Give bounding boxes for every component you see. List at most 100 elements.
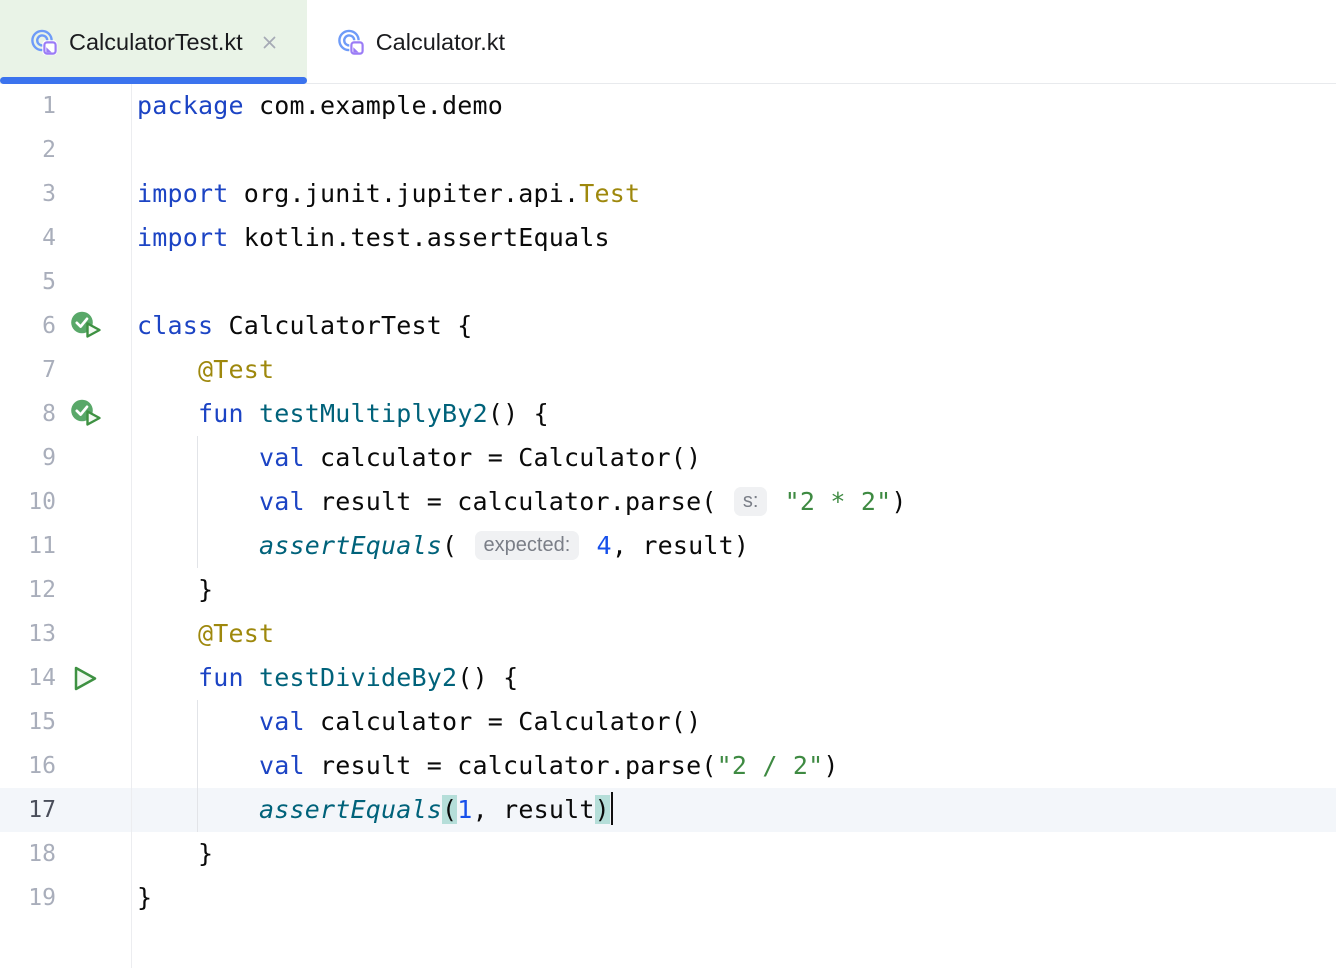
code-content: import org.junit.jupiter.api.Test	[131, 172, 640, 216]
code-line[interactable]: 13 @Test	[0, 612, 1336, 656]
close-tab-icon[interactable]	[260, 33, 279, 52]
code-token	[581, 531, 596, 560]
code-content: @Test	[131, 612, 274, 656]
code-line[interactable]: 16 val result = calculator.parse("2 / 2"…	[0, 744, 1336, 788]
code-token: )	[891, 487, 907, 516]
code-content: }	[131, 832, 213, 876]
line-number: 7	[42, 357, 56, 383]
code-token: "2 / 2"	[716, 751, 824, 780]
text-caret	[610, 792, 613, 825]
gutter-cell	[56, 260, 131, 304]
gutter-cell	[56, 788, 131, 832]
line-number: 1	[42, 93, 56, 119]
tab-calculator-kt[interactable]: Calculator.kt	[307, 0, 533, 84]
code-line[interactable]: 15 val calculator = Calculator()	[0, 700, 1336, 744]
kotlin-file-icon	[30, 28, 58, 56]
gutter-cell	[56, 876, 131, 920]
code-token: () {	[457, 663, 519, 692]
code-token	[137, 619, 198, 648]
gutter-cell	[56, 128, 131, 172]
line-number: 5	[42, 269, 56, 295]
code-line[interactable]: 17 assertEquals(1, result)	[0, 788, 1336, 832]
gutter-cell	[56, 304, 131, 348]
code-line[interactable]: 10 val result = calculator.parse( s: "2 …	[0, 480, 1336, 524]
code-token: (	[442, 531, 473, 560]
code-token: fun	[198, 663, 244, 692]
code-token	[244, 399, 259, 428]
code-token: }	[137, 575, 214, 604]
code-content: }	[131, 876, 152, 920]
tab-label: Calculator.kt	[375, 28, 506, 55]
code-token: assertEquals	[259, 795, 443, 824]
kotlin-file-icon	[337, 28, 365, 56]
gutter-cell	[56, 216, 131, 260]
code-line[interactable]: 3 import org.junit.jupiter.api.Test	[0, 172, 1336, 216]
line-number: 10	[28, 489, 56, 515]
code-token: fun	[198, 399, 244, 428]
code-token	[137, 795, 259, 824]
line-number: 11	[28, 533, 56, 559]
code-token: calculator = Calculator()	[304, 707, 702, 736]
code-token: 4	[596, 531, 612, 560]
code-token: import	[137, 223, 229, 252]
code-line[interactable]: 18 }	[0, 832, 1336, 876]
code-token: }	[137, 839, 214, 868]
code-token: testMultiplyBy2	[259, 399, 488, 428]
code-token: calculator = Calculator()	[304, 443, 702, 472]
code-token: 1	[457, 795, 473, 824]
tab-bar-border	[0, 83, 1336, 84]
code-token: @Test	[198, 355, 275, 384]
line-number: 3	[42, 181, 56, 207]
line-number: 4	[42, 225, 56, 251]
code-line[interactable]: 9 val calculator = Calculator()	[0, 436, 1336, 480]
code-token: result = calculator.parse(	[304, 751, 717, 780]
code-content: fun testDivideBy2() {	[131, 656, 518, 700]
code-token: , result	[472, 795, 595, 824]
test-passed-run-icon[interactable]	[70, 311, 103, 341]
code-token	[137, 751, 259, 780]
code-token: org.junit.jupiter.api.	[228, 179, 580, 208]
code-token: result = calculator.parse(	[304, 487, 732, 516]
gutter-cell	[56, 568, 131, 612]
test-passed-run-icon[interactable]	[70, 399, 103, 429]
code-token: val	[259, 707, 305, 736]
code-token: val	[259, 751, 305, 780]
gutter-cell	[56, 436, 131, 480]
code-token: val	[259, 487, 305, 516]
code-token	[244, 663, 259, 692]
code-token	[137, 531, 259, 560]
code-line[interactable]: 19}	[0, 876, 1336, 920]
code-token: CalculatorTest {	[213, 311, 473, 340]
tab-calculatortest-kt[interactable]: CalculatorTest.kt	[0, 0, 307, 84]
code-line[interactable]: 2	[0, 128, 1336, 172]
code-line[interactable]: 11 assertEquals( expected: 4, result)	[0, 524, 1336, 568]
code-line[interactable]: 5	[0, 260, 1336, 304]
code-line[interactable]: 12 }	[0, 568, 1336, 612]
code-token: , result)	[611, 531, 750, 560]
code-content: val calculator = Calculator()	[131, 700, 701, 744]
code-token: @Test	[198, 619, 275, 648]
line-number: 18	[28, 841, 56, 867]
code-line[interactable]: 14 fun testDivideBy2() {	[0, 656, 1336, 700]
inlay-hint: expected:	[474, 531, 580, 560]
code-token: "2 * 2"	[784, 487, 892, 516]
line-number: 12	[28, 577, 56, 603]
run-icon[interactable]	[70, 664, 99, 693]
code-token: val	[259, 443, 305, 472]
code-token	[137, 487, 259, 516]
code-content: class CalculatorTest {	[131, 304, 473, 348]
gutter-cell	[56, 524, 131, 568]
gutter-cell	[56, 832, 131, 876]
code-token	[769, 487, 784, 516]
tab-label: CalculatorTest.kt	[69, 28, 243, 55]
code-line[interactable]: 8 fun testMultiplyBy2() {	[0, 392, 1336, 436]
code-line[interactable]: 7 @Test	[0, 348, 1336, 392]
code-token	[137, 399, 198, 428]
editor-tab-bar: CalculatorTest.kt Calculator.kt	[0, 0, 1336, 84]
code-token: com.example.demo	[243, 91, 504, 120]
code-line[interactable]: 6 class CalculatorTest {	[0, 304, 1336, 348]
